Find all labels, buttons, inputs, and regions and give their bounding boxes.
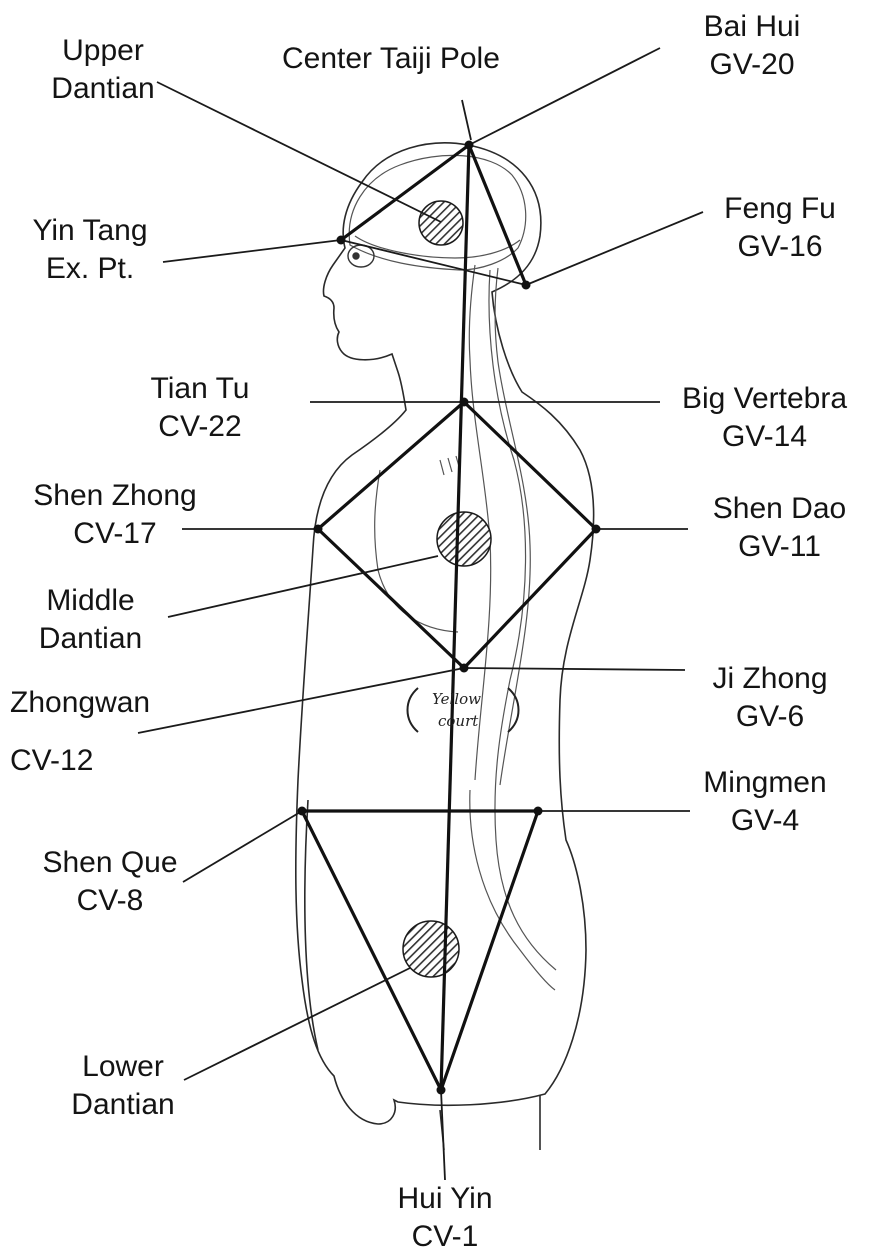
leader-brow-occiput: [341, 240, 526, 285]
label-feng-fu-line2: GV-16: [695, 228, 865, 266]
leader-shen-que: [183, 811, 302, 882]
label-ji-zhong-line1: Ji Zhong: [680, 660, 860, 698]
label-center-pole-line1: Center Taiji Pole: [282, 40, 500, 78]
head-line-back: [469, 145, 526, 285]
label-shen-dao-line1: Shen Dao: [690, 490, 869, 528]
label-bai-hui-line1: Bai Hui: [672, 8, 832, 46]
label-middle-dantian-line2: Dantian: [8, 620, 173, 658]
label-hui-yin: Hui Yin CV-1: [370, 1180, 520, 1256]
point-shen-zhong: [314, 525, 323, 534]
yellow-court-line1: Yellow: [432, 690, 481, 708]
point-ji-zhong: [460, 664, 469, 673]
point-hui-yin: [437, 1086, 446, 1095]
label-feng-fu-line1: Feng Fu: [695, 190, 865, 228]
point-tian-tu: [460, 398, 469, 407]
label-zhongwan-line1: Zhongwan: [10, 684, 150, 722]
point-shen-dao: [592, 525, 601, 534]
label-big-vertebra: Big Vertebra GV-14: [660, 380, 869, 456]
leader-lower-dantian: [184, 968, 410, 1080]
label-center-pole: Center Taiji Pole: [282, 40, 500, 78]
label-mingmen-line1: Mingmen: [680, 764, 850, 802]
label-middle-dantian-line1: Middle: [8, 582, 173, 620]
label-tian-tu-line2: CV-22: [120, 408, 280, 446]
lower-dantian-circle: [403, 921, 459, 977]
label-shen-que-line1: Shen Que: [20, 844, 200, 882]
label-hui-yin-line2: CV-1: [370, 1218, 520, 1256]
label-tian-tu: Tian Tu CV-22: [120, 370, 280, 446]
leader-center-pole: [462, 100, 471, 140]
label-tian-tu-line1: Tian Tu: [120, 370, 280, 408]
label-shen-que-line2: CV-8: [20, 882, 200, 920]
label-mingmen: Mingmen GV-4: [680, 764, 850, 840]
label-bai-hui: Bai Hui GV-20: [672, 8, 832, 84]
point-feng-fu: [522, 281, 531, 290]
leader-yin-tang: [163, 240, 341, 262]
label-yin-tang-line2: Ex. Pt.: [5, 250, 175, 288]
label-yin-tang-line1: Yin Tang: [5, 212, 175, 250]
label-shen-que: Shen Que CV-8: [20, 844, 200, 920]
leader-hui-yin: [441, 1090, 445, 1180]
upper-dantian-circle: [419, 201, 463, 245]
label-hui-yin-line1: Hui Yin: [370, 1180, 520, 1218]
label-ji-zhong: Ji Zhong GV-6: [680, 660, 860, 736]
label-shen-dao-line2: GV-11: [690, 528, 869, 566]
label-lower-dantian: Lower Dantian: [48, 1048, 198, 1124]
label-feng-fu: Feng Fu GV-16: [695, 190, 865, 266]
label-middle-dantian: Middle Dantian: [8, 582, 173, 658]
label-cv12: CV-12: [10, 742, 93, 780]
point-bai-hui: [465, 141, 474, 150]
label-big-vertebra-line2: GV-14: [660, 418, 869, 456]
label-yin-tang: Yin Tang Ex. Pt.: [5, 212, 175, 288]
label-upper-dantian: Upper Dantian: [18, 32, 188, 108]
label-zhongwan: Zhongwan: [10, 684, 150, 722]
point-mingmen: [534, 807, 543, 816]
eye: [348, 245, 374, 267]
label-lower-dantian-line2: Dantian: [48, 1086, 198, 1124]
leader-middle-dantian: [168, 556, 438, 617]
label-upper-dantian-line1: Upper: [18, 32, 188, 70]
label-upper-dantian-line2: Dantian: [18, 70, 188, 108]
label-bai-hui-line2: GV-20: [672, 46, 832, 84]
yellow-court-line2: court: [438, 712, 479, 730]
leader-feng-fu: [526, 212, 703, 285]
label-mingmen-line2: GV-4: [680, 802, 850, 840]
label-shen-zhong-line1: Shen Zhong: [5, 477, 225, 515]
label-big-vertebra-line1: Big Vertebra: [660, 380, 869, 418]
point-yin-tang: [337, 236, 346, 245]
label-shen-dao: Shen Dao GV-11: [690, 490, 869, 566]
label-shen-zhong: Shen Zhong CV-17: [5, 477, 225, 553]
label-zhongwan-line2: CV-12: [10, 742, 93, 780]
point-shen-que: [298, 807, 307, 816]
label-ji-zhong-line2: GV-6: [680, 698, 860, 736]
middle-dantian-circle: [437, 512, 491, 566]
leader-ji-zhong: [464, 668, 685, 670]
label-shen-zhong-line2: CV-17: [5, 515, 225, 553]
label-lower-dantian-line1: Lower: [48, 1048, 198, 1086]
